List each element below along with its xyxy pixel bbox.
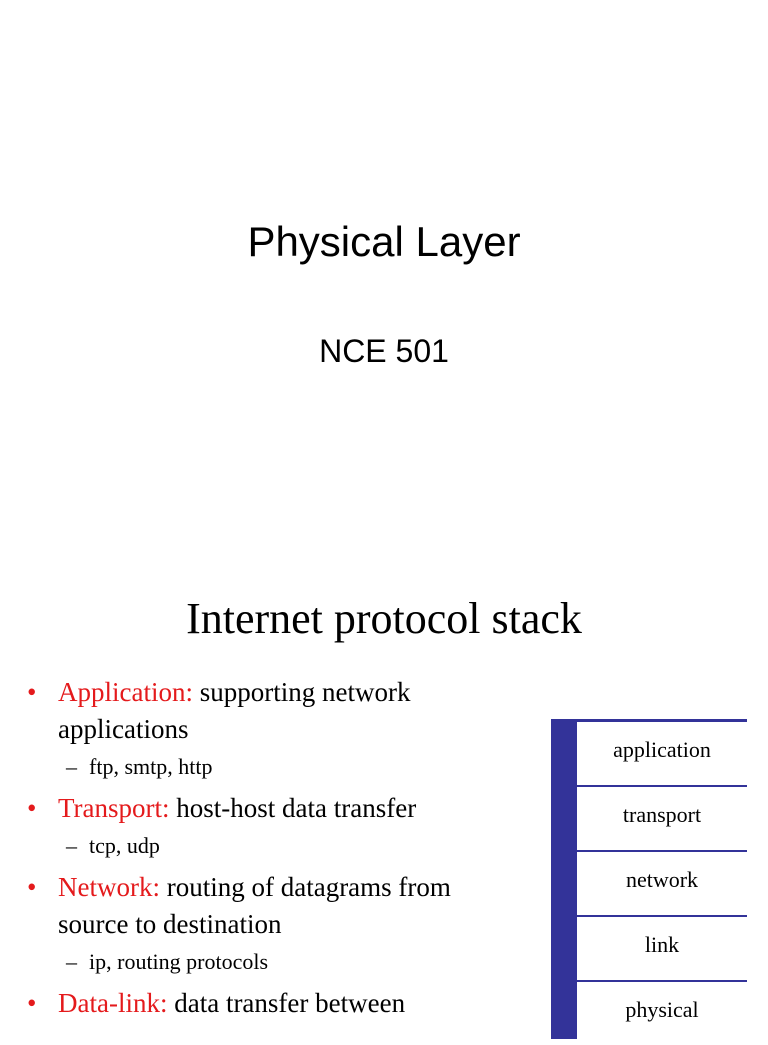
dash-icon: –	[66, 754, 77, 779]
stack-layer-network: network	[577, 852, 747, 915]
bullet-keyword: Data-link:	[58, 988, 168, 1018]
protocol-stack-diagram: application transport network link physi…	[551, 719, 747, 1045]
bullet-application: • Application: supporting network applic…	[24, 674, 524, 748]
dash-icon: –	[66, 833, 77, 858]
stack-layer-physical: physical	[577, 982, 747, 1045]
bullet-dot-icon: •	[27, 677, 37, 707]
sub-bullet-text: ftp, smtp, http	[89, 754, 213, 779]
bullet-keyword: Application:	[58, 677, 193, 707]
sub-bullet: – ftp, smtp, http	[24, 752, 524, 782]
sub-bullet: – tcp, udp	[24, 831, 524, 861]
bullet-transport: • Transport: host-host data transfer	[24, 790, 524, 827]
section-title: Internet protocol stack	[186, 594, 582, 643]
stack-layer-application: application	[577, 722, 747, 785]
bullet-text: host-host data transfer	[169, 793, 417, 823]
slide-subtitle: NCE 501	[319, 333, 449, 369]
sub-bullet-text: ip, routing protocols	[89, 949, 269, 974]
bullet-dot-icon: •	[27, 988, 37, 1018]
bullet-data-link: • Data-link: data transfer between	[24, 985, 524, 1022]
bullet-keyword: Network:	[58, 872, 160, 902]
bullet-text: data transfer between	[167, 988, 406, 1018]
bullet-network: • Network: routing of datagrams from sou…	[24, 869, 524, 943]
bullet-text: routing of datagrams from source to dest…	[58, 872, 451, 939]
bullet-keyword: Transport:	[58, 793, 170, 823]
bullet-dot-icon: •	[27, 872, 37, 902]
sub-bullet-text: tcp, udp	[89, 833, 160, 858]
dash-icon: –	[66, 949, 77, 974]
bullet-text: supporting network applications	[58, 677, 411, 744]
slide-title: Physical Layer	[247, 218, 521, 265]
bullet-dot-icon: •	[27, 793, 37, 823]
sub-bullet: – ip, routing protocols	[24, 947, 524, 977]
bullet-list: • Application: supporting network applic…	[24, 674, 524, 1022]
stack-layer-link: link	[577, 917, 747, 980]
stack-layer-transport: transport	[577, 787, 747, 850]
